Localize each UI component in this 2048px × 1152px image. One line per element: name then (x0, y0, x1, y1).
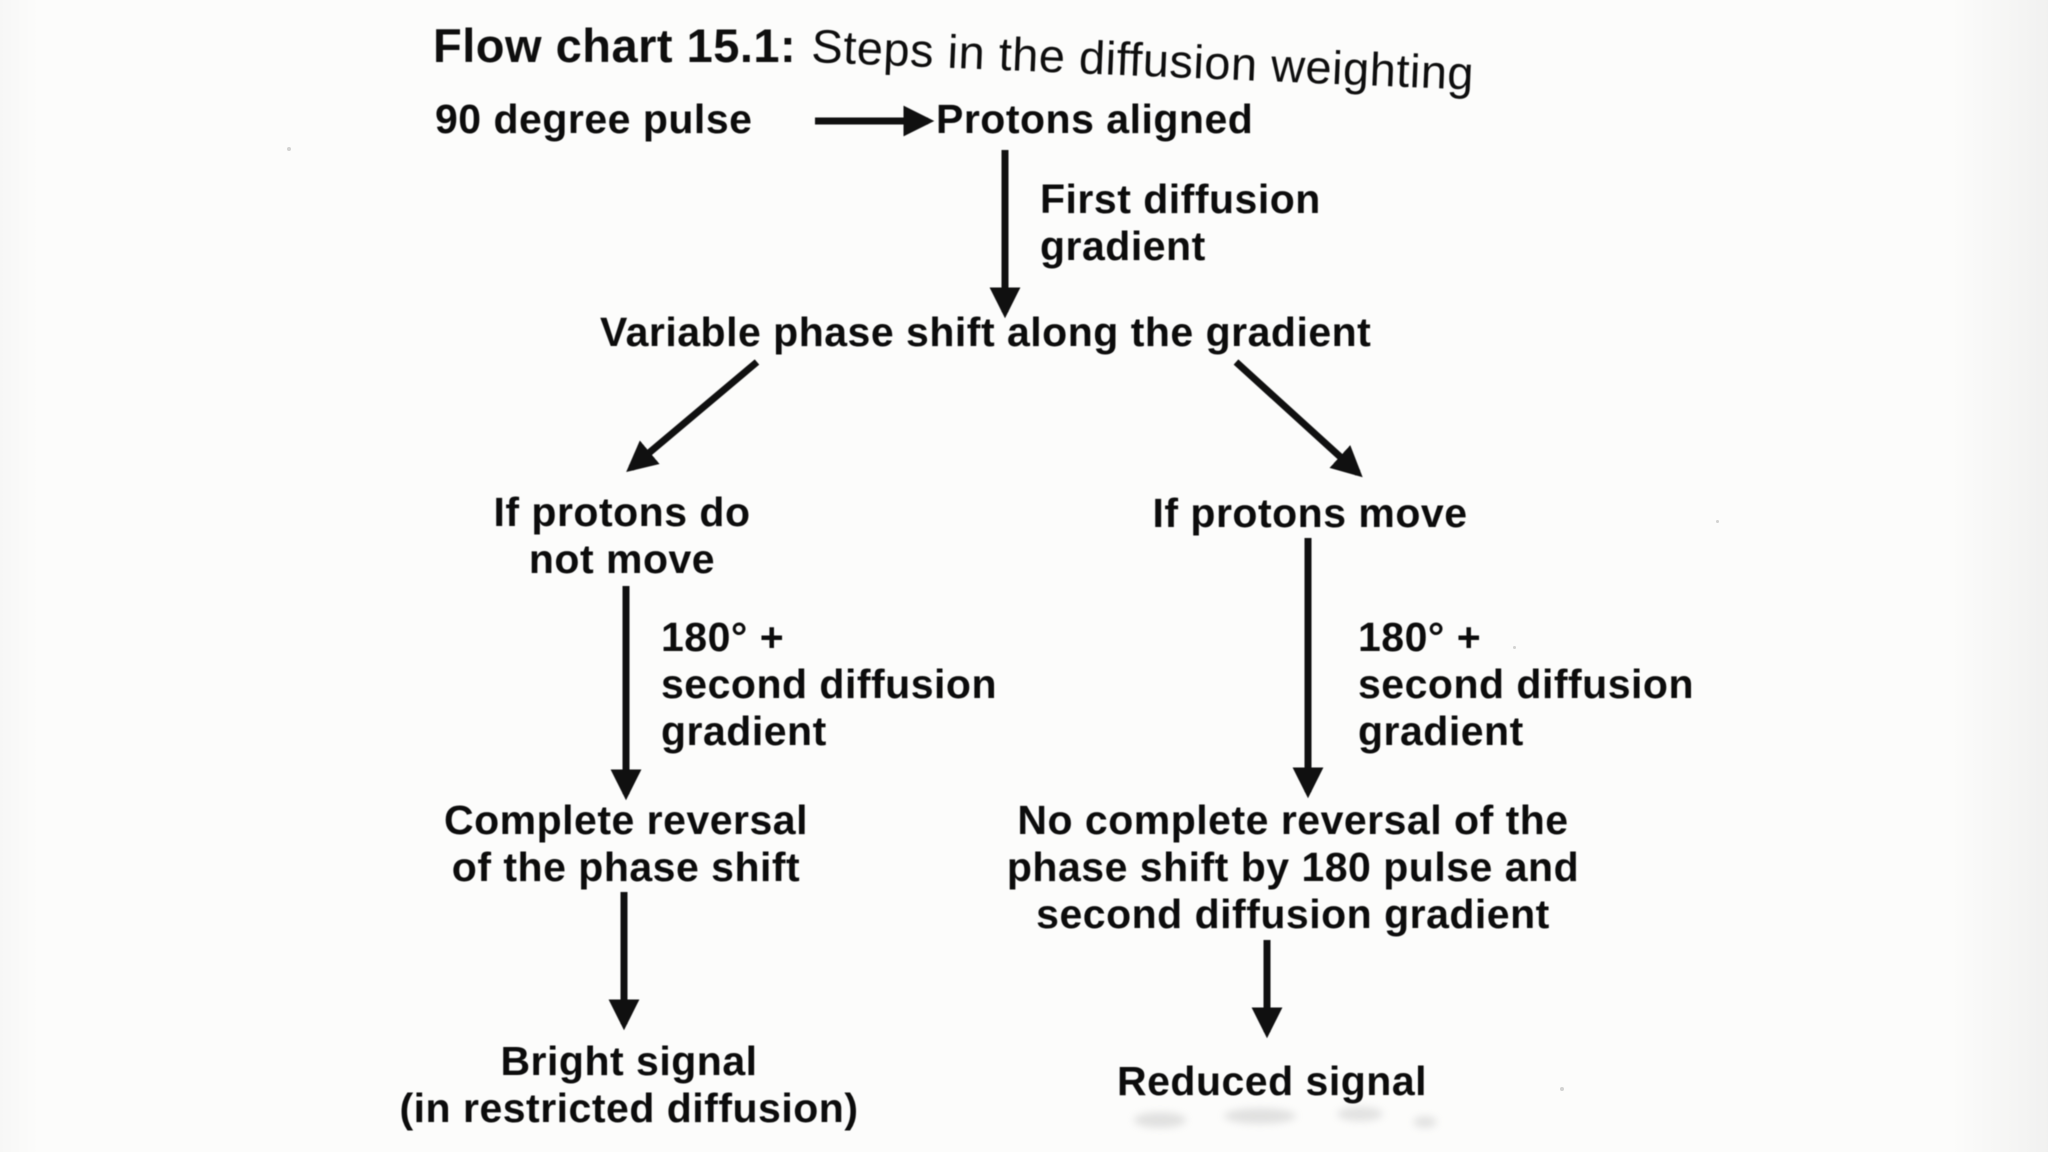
scan-bleedthrough-smudge (1120, 1096, 1450, 1138)
node-reduced-signal: Reduced signal (1116, 1058, 1428, 1104)
node-complete-reversal: Complete reversal of the phase shift (443, 797, 809, 891)
node-if-protons-move: If protons move (1152, 490, 1468, 536)
arrow-variable-phase-to-move (1233, 359, 1363, 478)
node-bright-signal: Bright signal (in restricted diffusion) (399, 1038, 859, 1132)
flowchart-title: Flow chart 15.1:Steps in the diffusion w… (433, 18, 1475, 100)
node-protons-aligned: Protons aligned (936, 96, 1254, 142)
scan-noise (287, 147, 291, 151)
scan-noise (1513, 646, 1516, 649)
edge-label-right-second-gradient: 180° + second diffusion gradient (1358, 614, 1694, 755)
scan-noise (1716, 520, 1719, 523)
node-no-complete-reversal: No complete reversal of the phase shift … (1006, 797, 1580, 938)
edge-label-left-second-gradient: 180° + second diffusion gradient (661, 614, 997, 755)
node-90-degree-pulse: 90 degree pulse (435, 96, 753, 142)
node-if-protons-do-not-move: If protons do not move (493, 489, 751, 583)
arrow-variable-phase-to-no-move (626, 359, 760, 473)
node-variable-phase-shift: Variable phase shift along the gradient (600, 309, 1372, 355)
edge-label-first-diffusion-gradient: First diffusion gradient (1040, 176, 1321, 270)
scan-noise (1560, 1087, 1564, 1091)
flowchart-title-number: Flow chart 15.1: (433, 19, 797, 72)
